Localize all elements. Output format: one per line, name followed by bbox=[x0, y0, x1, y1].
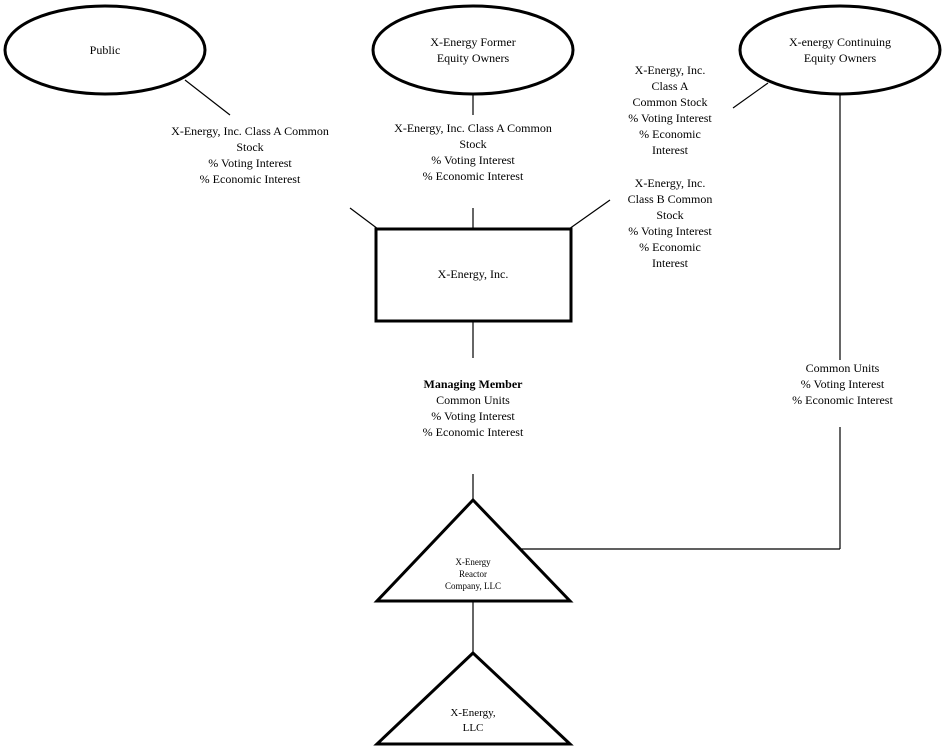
continuing-owners-line-2: Equity Owners bbox=[803, 51, 877, 65]
continuing-units-label: Common Units % Voting Interest % Economi… bbox=[770, 360, 915, 408]
reactor-line-3: Company, LLC bbox=[445, 581, 501, 591]
public-edge-line-1: X-Energy, Inc. Class A Common bbox=[171, 124, 329, 138]
continuing-units-line-3: % Economic Interest bbox=[792, 393, 893, 407]
class-a-line-3: Common Stock bbox=[632, 95, 708, 109]
x-energy-llc-label: X-Energy, LLC bbox=[413, 706, 533, 736]
reactor-line-1: X-Energy bbox=[455, 557, 491, 567]
class-a-line-6: Interest bbox=[652, 143, 688, 157]
x-energy-inc-label: X-Energy, Inc. bbox=[393, 266, 553, 282]
former-owners-label: X-Energy Former Equity Owners bbox=[393, 34, 553, 66]
class-a-edge-label: X-Energy, Inc. Class A Common Stock % Vo… bbox=[610, 62, 730, 158]
x-energy-llc-triangle bbox=[373, 650, 574, 746]
managing-member-title: Managing Member bbox=[423, 377, 523, 391]
continuing-owners-line-1: X-energy Continuing bbox=[788, 35, 892, 49]
class-b-connector bbox=[568, 199, 611, 230]
former-edge-line-1: X-Energy, Inc. Class A Common bbox=[394, 121, 552, 135]
public-edge-line-2: Stock bbox=[236, 140, 264, 154]
former-edge-line-3: % Voting Interest bbox=[431, 153, 515, 167]
former-owners-line-1: X-Energy Former bbox=[430, 35, 516, 49]
class-b-line-3: Stock bbox=[656, 208, 684, 222]
former-edge-line-4: % Economic Interest bbox=[422, 169, 524, 183]
class-a-line-2: Class A bbox=[651, 79, 689, 93]
public-text: Public bbox=[89, 43, 121, 57]
former-owners-ellipse bbox=[371, 4, 575, 96]
public-ellipse bbox=[3, 4, 207, 96]
continuing-units-line-1: Common Units bbox=[805, 361, 880, 375]
class-a-line-5: % Economic bbox=[639, 127, 701, 141]
managing-member-line-3: % Economic Interest bbox=[422, 425, 524, 439]
class-a-line-4: % Voting Interest bbox=[628, 111, 712, 125]
managing-member-label: Managing Member Common Units % Voting In… bbox=[383, 376, 563, 440]
llc-line-1: X-Energy, bbox=[450, 707, 496, 719]
reactor-company-label: X-Energy Reactor Company, LLC bbox=[413, 556, 533, 592]
class-b-line-5: % Economic bbox=[639, 240, 701, 254]
class-b-line-2: Class B Common bbox=[627, 192, 713, 206]
reactor-line-2: Reactor bbox=[459, 569, 487, 579]
continuing-units-line-2: % Voting Interest bbox=[800, 377, 885, 391]
class-b-line-4: % Voting Interest bbox=[628, 224, 712, 238]
llc-line-2: LLC bbox=[462, 722, 484, 734]
former-owners-line-2: Equity Owners bbox=[436, 51, 510, 65]
public-edge-label: X-Energy, Inc. Class A Common Stock % Vo… bbox=[150, 123, 350, 187]
public-edge-line-3: % Voting Interest bbox=[208, 156, 292, 170]
class-a-line-1: X-Energy, Inc. bbox=[634, 63, 706, 77]
public-connector-top bbox=[184, 79, 231, 116]
class-b-edge-label: X-Energy, Inc. Class B Common Stock % Vo… bbox=[610, 175, 730, 271]
continuing-class-a-connector bbox=[732, 82, 769, 109]
public-label: Public bbox=[55, 42, 155, 58]
former-edge-line-2: Stock bbox=[459, 137, 487, 151]
managing-member-line-2: % Voting Interest bbox=[431, 409, 515, 423]
class-b-line-6: Interest bbox=[652, 256, 688, 270]
public-connector-bottom bbox=[349, 207, 379, 230]
x-energy-inc-text: X-Energy, Inc. bbox=[437, 267, 509, 281]
class-b-line-1: X-Energy, Inc. bbox=[634, 176, 706, 190]
continuing-owners-label: X-energy Continuing Equity Owners bbox=[760, 34, 920, 66]
managing-member-line-1: Common Units bbox=[436, 393, 510, 407]
former-edge-label: X-Energy, Inc. Class A Common Stock % Vo… bbox=[373, 120, 573, 184]
public-edge-line-4: % Economic Interest bbox=[199, 172, 301, 186]
